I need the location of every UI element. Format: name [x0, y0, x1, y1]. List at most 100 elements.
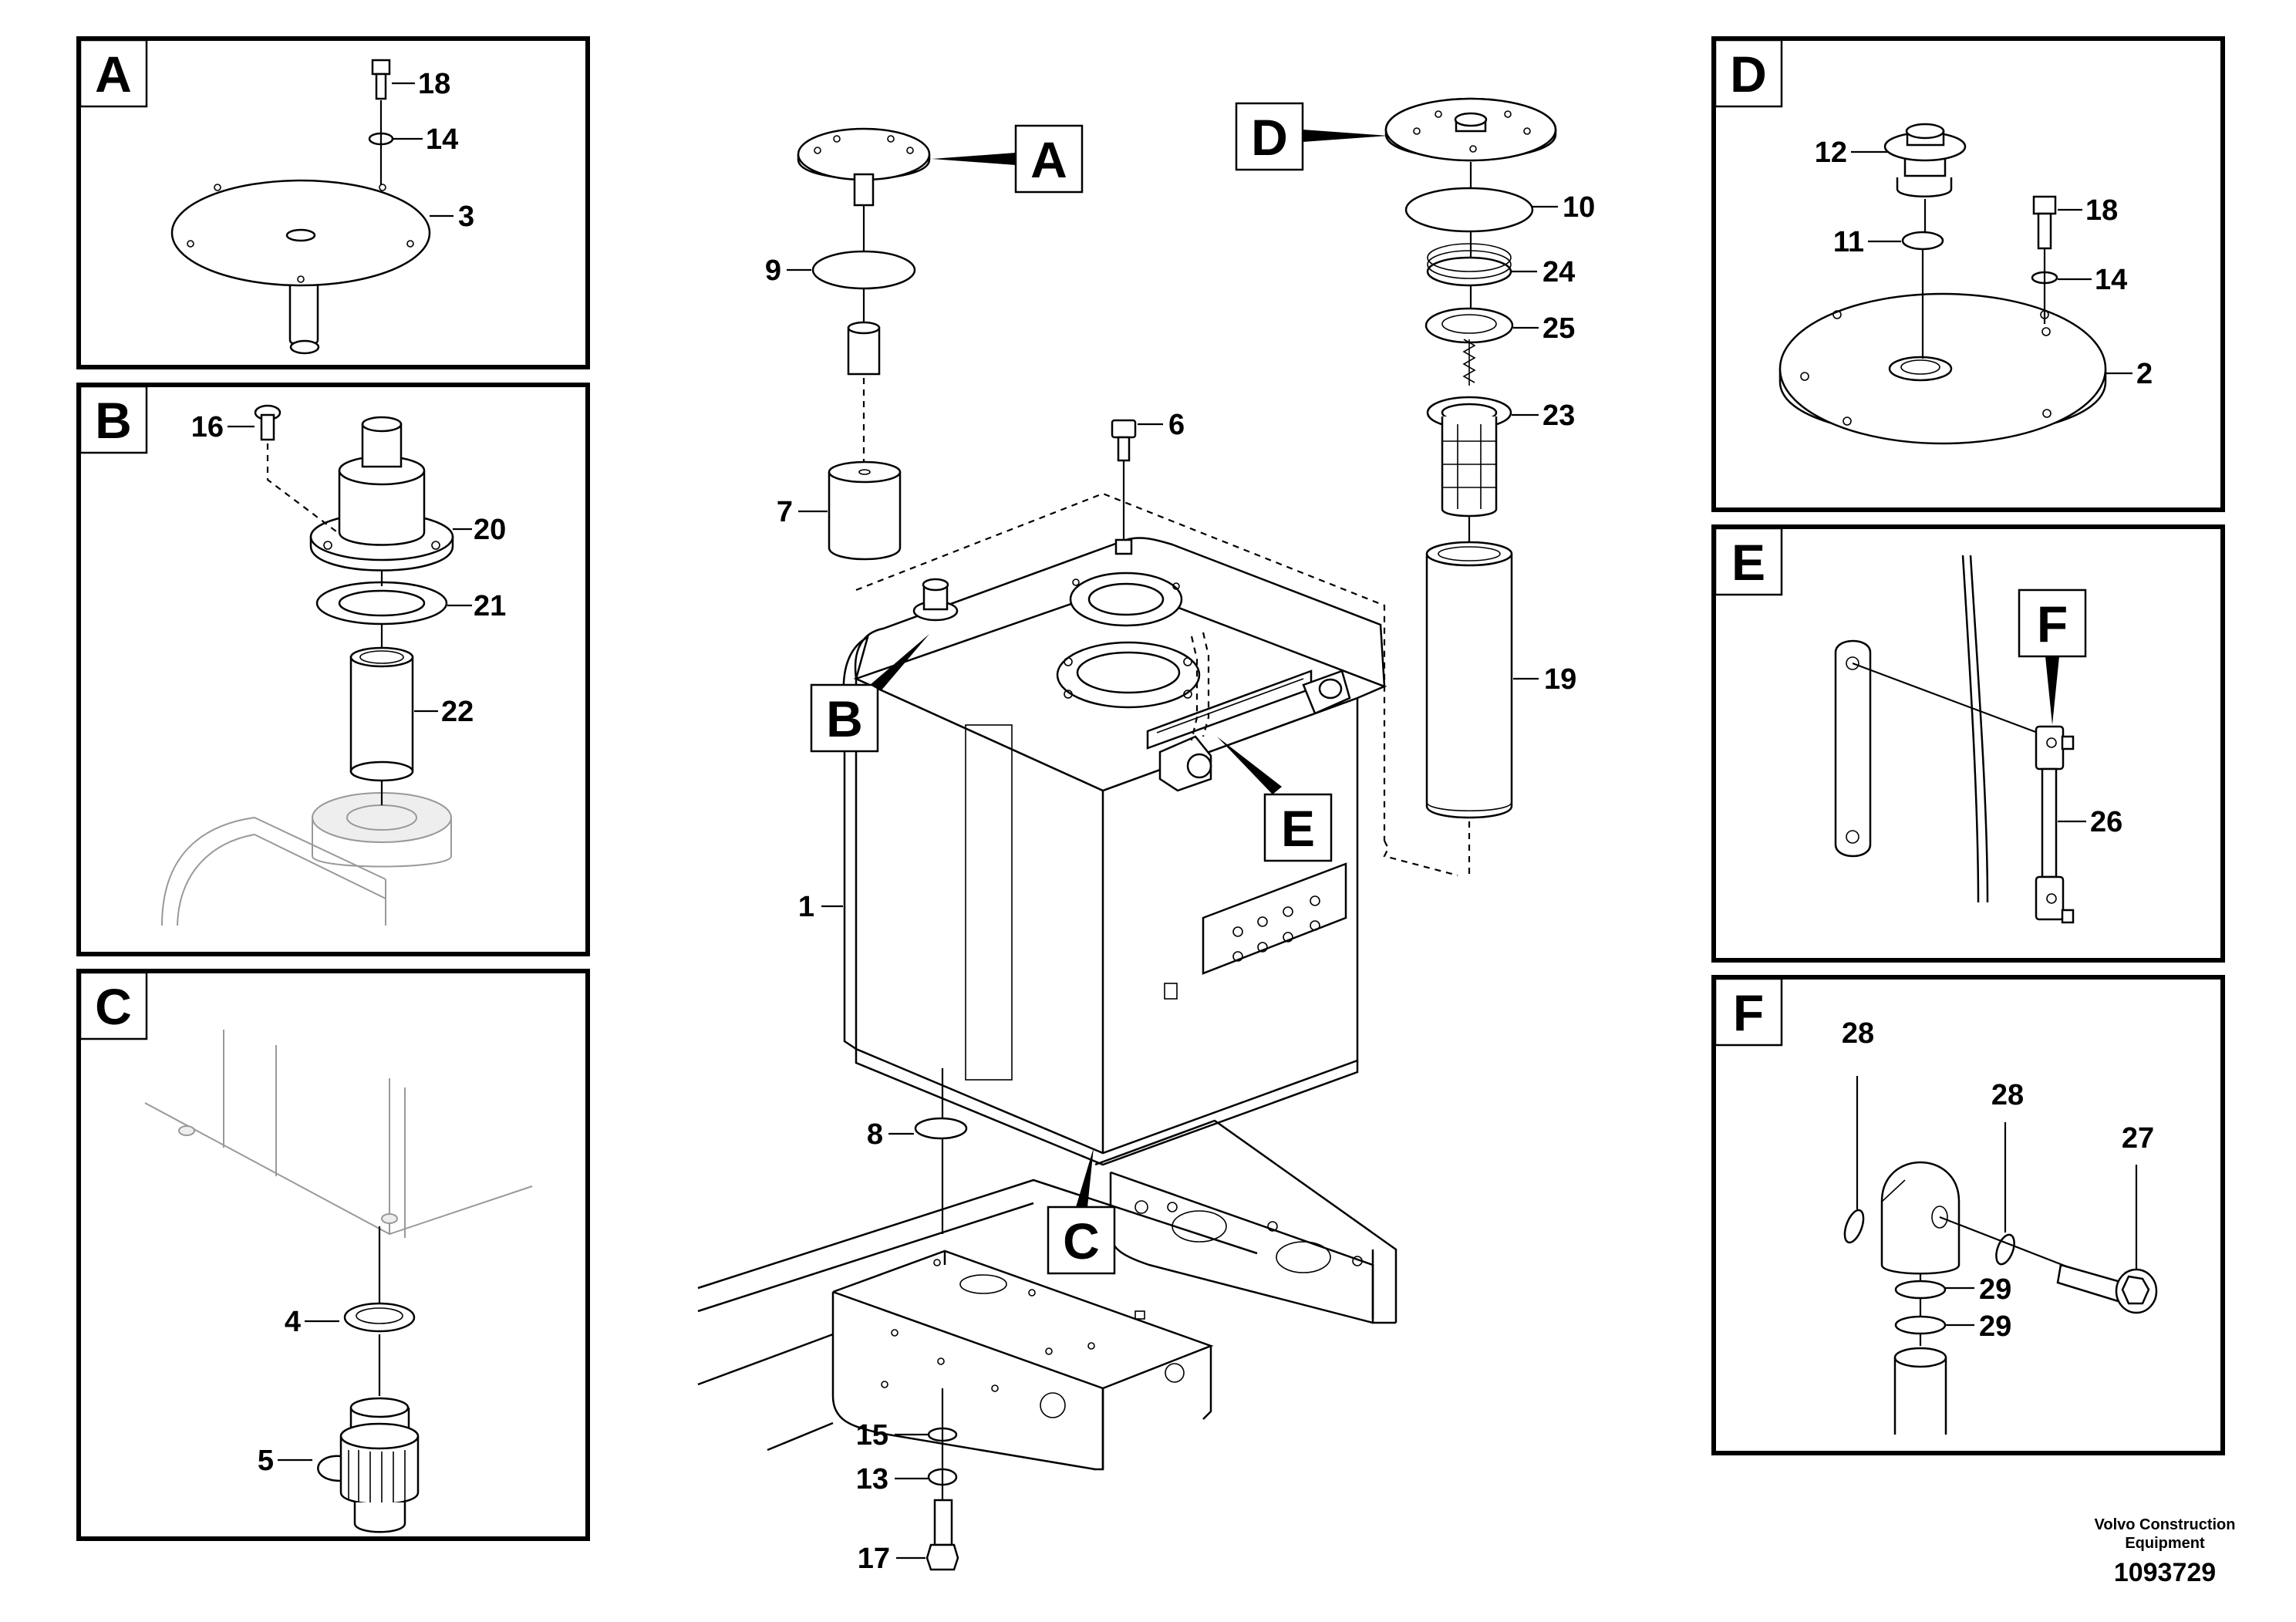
o-ring-part-9: [811, 250, 916, 290]
part-number: 29: [1979, 1273, 2011, 1306]
panel-letter-box-a: [79, 39, 148, 108]
panel-letter-box-c: [79, 971, 148, 1040]
filter-element-part-19: [1425, 541, 1513, 819]
banjo-bolt-part-27: [2056, 1263, 2158, 1314]
part-number: 1: [798, 891, 814, 923]
svg-text:B: B: [826, 690, 863, 747]
breather-part-20: [309, 416, 454, 572]
part-number: 6: [1168, 409, 1185, 441]
part-number: 14: [2095, 264, 2127, 296]
cover-plate-part-2: [1778, 292, 2107, 445]
part-number: 23: [1542, 400, 1575, 432]
banjo-fitting: [1880, 1161, 1961, 1275]
part-number: 2: [2136, 358, 2153, 390]
panel-letter-a: A: [95, 46, 132, 103]
panel-letter-box-e: [1714, 527, 1783, 596]
part-number: 7: [777, 496, 793, 528]
callout-e: E: [1217, 737, 1333, 862]
strainer-cover-part-a: [797, 127, 931, 207]
bolt-part-18: [371, 59, 391, 100]
part-number: 17: [858, 1543, 890, 1575]
detail-panel-f: F 28 28 27 29 29: [1711, 975, 2225, 1455]
part-number: 14: [426, 123, 458, 156]
detail-panel-e: E F 26: [1711, 524, 2225, 963]
part-number: 24: [1542, 256, 1575, 288]
callout-d: D: [1235, 102, 1388, 171]
spacer: [847, 321, 881, 376]
part-number: 9: [765, 255, 781, 287]
company-name-line2: Equipment: [2125, 1535, 2205, 1552]
part-number: 3: [458, 201, 474, 233]
main-assembly: A B C D E 9 6 7 1: [697, 97, 1595, 1575]
svg-text:A: A: [1030, 131, 1067, 188]
drain-plug-part-5: [317, 1397, 420, 1533]
panel-letter-e: E: [1731, 534, 1765, 591]
part-number: 26: [2090, 806, 2122, 838]
callout-c: C: [1047, 1148, 1116, 1275]
valve-part-25: [1424, 307, 1514, 386]
part-number: 27: [2122, 1122, 2154, 1155]
bolt-part-6: [1111, 419, 1137, 462]
panel-letter-c: C: [95, 978, 132, 1035]
footer: Volvo Construction Equipment 1093729: [2095, 1516, 2236, 1587]
company-name: Volvo Construction: [2095, 1516, 2236, 1533]
figure-number: 1093729: [2114, 1558, 2216, 1587]
panel-letter-box-b: [79, 385, 148, 454]
frame-ghost: [161, 792, 452, 926]
svg-text:C: C: [1063, 1212, 1100, 1270]
detail-panel-c: C 4 5: [76, 969, 590, 1541]
part-number: 22: [441, 696, 474, 728]
panel-letter-b: B: [95, 392, 132, 449]
hydraulic-tank-part-1: [842, 537, 1387, 1166]
part-number: 16: [191, 411, 224, 443]
bracket-strap: [1834, 639, 1872, 858]
assembly-guide: [1383, 840, 1458, 877]
cap-part-12: [1883, 123, 1967, 197]
part-number: 5: [258, 1445, 274, 1477]
part-number: 20: [474, 514, 506, 546]
seal-part-4: [343, 1302, 416, 1333]
gasket-part-21: [315, 581, 448, 626]
o-ring-part-11: [1901, 231, 1944, 251]
spring-coil: [1462, 339, 1476, 383]
callout-b: B: [810, 634, 929, 753]
panel-letter-d: D: [1730, 46, 1767, 103]
part-number: 4: [285, 1306, 301, 1338]
part-number: 28: [1842, 1017, 1874, 1050]
sealing-washer-part-29-upper: [1894, 1280, 1947, 1300]
bolt-part-18-d: [2032, 195, 2057, 250]
panel-letter-box-f: [1714, 977, 1783, 1047]
part-number: 21: [474, 590, 506, 622]
callout-a: A: [932, 124, 1084, 194]
part-number: 13: [856, 1463, 888, 1496]
detail-panel-a: A 18 14 3: [76, 36, 590, 369]
tank-bottom-ghost: [144, 1030, 533, 1238]
callout-letter-f: F: [2037, 595, 2068, 653]
callout-box-f: [2018, 588, 2087, 658]
strainer-part-23: [1426, 396, 1512, 518]
tank-cover-part-d: [1384, 97, 1557, 162]
detail-panel-d: D 12 18 11: [1711, 36, 2225, 512]
part-number: 12: [1815, 137, 1847, 169]
bolt-part-17: [925, 1499, 959, 1571]
part-number: 29: [1979, 1310, 2011, 1343]
assembly-guide: [855, 492, 1386, 841]
panel-letter-box-d: [1714, 39, 1783, 108]
o-ring-part-10: [1404, 187, 1534, 233]
o-ring-part-28-right: [1995, 1233, 2015, 1266]
assembly-guide: [1190, 632, 1210, 741]
part-number: 15: [856, 1419, 888, 1452]
part-number: 18: [2085, 194, 2118, 227]
part-number: 8: [867, 1118, 883, 1151]
part-number: 10: [1563, 191, 1595, 224]
part-number: 18: [418, 68, 450, 100]
cover-plate-part-3: [170, 179, 431, 355]
part-number: 11: [1833, 226, 1864, 258]
hose-ghost: [1961, 555, 1989, 903]
o-ring-part-28-left: [1843, 1209, 1865, 1244]
spring-part-24: [1426, 243, 1512, 287]
panel-letter-f: F: [1733, 984, 1764, 1041]
part-number: 25: [1542, 312, 1575, 345]
seal-part-8: [914, 1117, 968, 1140]
